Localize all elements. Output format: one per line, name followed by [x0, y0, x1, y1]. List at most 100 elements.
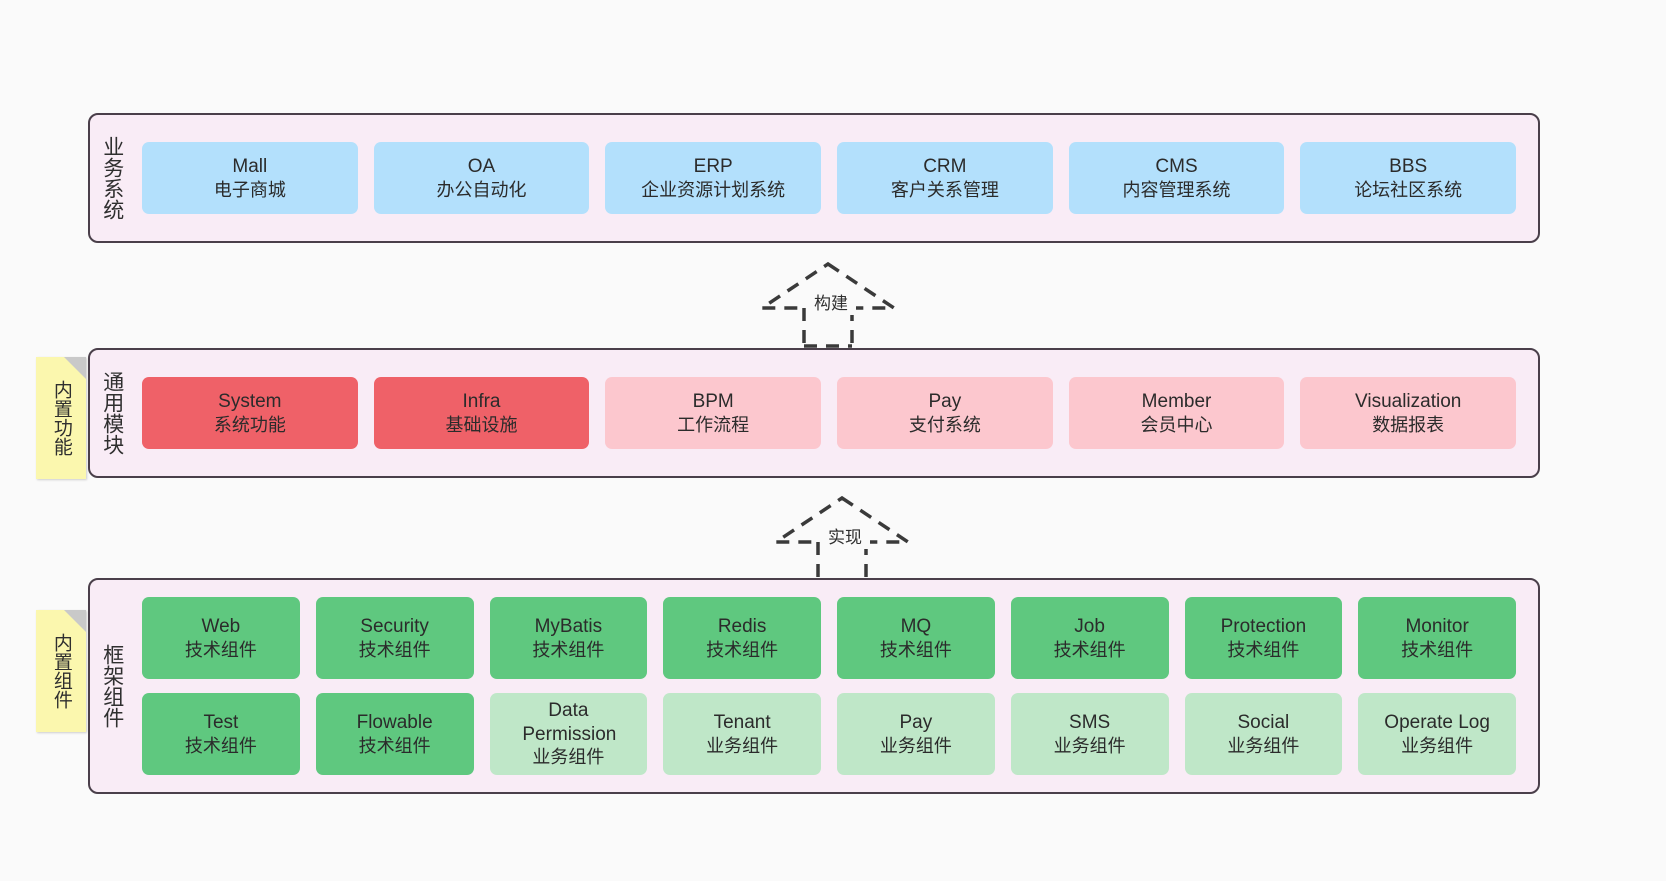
module-name: Pay [928, 391, 962, 413]
module-box-erp[interactable]: ERP 企业资源计划系统 [605, 142, 822, 214]
component-name: Operate Log [1384, 712, 1490, 734]
module-name: Visualization [1355, 391, 1462, 413]
sticky-note-builtin-features: 内置功能 [36, 357, 86, 479]
component-name: Job [1074, 616, 1105, 638]
module-box-bbs[interactable]: BBS 论坛社区系统 [1300, 142, 1517, 214]
grid-cell: Monitor 技术组件 [1350, 597, 1524, 679]
grid-cell: MQ 技术组件 [829, 597, 1003, 679]
component-name: MQ [900, 616, 932, 638]
layer-business-systems: 业务系统 Mall 电子商城 OA 办公自动化 ERP [88, 113, 1540, 243]
component-name: Security [360, 616, 429, 638]
module-box-visualization[interactable]: Visualization 数据报表 [1300, 377, 1517, 449]
component-box-flowable[interactable]: Flowable 技术组件 [315, 693, 474, 775]
component-box-web[interactable]: Web 技术组件 [142, 597, 300, 679]
module-desc: 支付系统 [908, 414, 981, 435]
module-desc: 客户关系管理 [890, 179, 999, 200]
component-box-mq[interactable]: MQ 技术组件 [837, 597, 995, 679]
module-desc: 论坛社区系统 [1354, 179, 1463, 200]
layer-body-business-systems: Mall 电子商城 OA 办公自动化 ERP 企业资源计划系统 [134, 115, 1538, 241]
grid-cell: Social 业务组件 [1177, 693, 1351, 775]
component-desc: 技术组件 [184, 735, 257, 756]
component-desc: 技术组件 [879, 639, 952, 660]
component-name: SMS [1069, 712, 1111, 734]
module-name: BPM [692, 391, 734, 413]
module-desc: 电子商城 [213, 179, 286, 200]
module-box-bpm[interactable]: BPM 工作流程 [605, 377, 822, 449]
grid-cell: Member 会员中心 [1061, 377, 1293, 449]
module-desc: 系统功能 [213, 414, 286, 435]
grid-cell: Web 技术组件 [134, 597, 308, 679]
component-desc: 技术组件 [1227, 639, 1300, 660]
module-name: BBS [1389, 156, 1428, 178]
component-desc: 业务组件 [532, 747, 605, 768]
module-box-cms[interactable]: CMS 内容管理系统 [1068, 142, 1285, 214]
component-desc: 技术组件 [706, 639, 779, 660]
component-box-social[interactable]: Social 业务组件 [1184, 693, 1343, 775]
component-desc: 业务组件 [706, 735, 779, 756]
module-box-pay[interactable]: Pay 支付系统 [837, 377, 1053, 449]
layer-label-business-systems: 业务系统 [100, 136, 124, 220]
module-name: OA [467, 156, 496, 178]
module-box-crm[interactable]: CRM 客户关系管理 [837, 142, 1053, 214]
note-fold-icon [64, 610, 86, 632]
grid-cell: BPM 工作流程 [597, 377, 829, 449]
component-name: Test [203, 712, 239, 734]
module-desc: 办公自动化 [436, 179, 527, 200]
component-desc: 业务组件 [879, 735, 952, 756]
grid-cell: MyBatis 技术组件 [482, 597, 656, 679]
layer-label-common-modules: 通用模块 [100, 371, 124, 455]
module-desc: 工作流程 [677, 414, 750, 435]
module-box-oa[interactable]: OA 办公自动化 [373, 142, 590, 214]
component-name: Flowable [356, 712, 433, 734]
note-text: 内置组件 [50, 633, 72, 709]
module-desc: 内容管理系统 [1122, 179, 1231, 200]
component-box-test[interactable]: Test 技术组件 [142, 693, 300, 775]
module-box-member[interactable]: Member 会员中心 [1068, 377, 1285, 449]
component-name: Tenant [713, 712, 771, 734]
grid-cell: Operate Log 业务组件 [1350, 693, 1524, 775]
component-desc: 技术组件 [1053, 639, 1126, 660]
component-name: Redis [717, 616, 767, 638]
grid-cell: System 系统功能 [134, 377, 366, 449]
module-desc: 数据报表 [1372, 414, 1445, 435]
grid-cell: ERP 企业资源计划系统 [597, 142, 829, 214]
layer-body-framework-components: Web 技术组件 Security 技术组件 MyBatis 技术组件 [134, 580, 1538, 792]
component-desc: 业务组件 [1053, 735, 1126, 756]
grid-cell: Pay 业务组件 [829, 693, 1003, 775]
grid-cell: Protection 技术组件 [1177, 597, 1351, 679]
grid-cell: Redis 技术组件 [655, 597, 829, 679]
module-name: Member [1141, 391, 1212, 413]
grid-cell: Job 技术组件 [1003, 597, 1177, 679]
layer-row: Mall 电子商城 OA 办公自动化 ERP 企业资源计划系统 [134, 142, 1524, 214]
connector-implement: 实现 [770, 492, 914, 582]
layer-body-common-modules: System 系统功能 Infra 基础设施 BPM 工作流程 [134, 350, 1538, 476]
component-box-security[interactable]: Security 技术组件 [315, 597, 474, 679]
connector-build-label: 构建 [806, 288, 856, 315]
component-box-job[interactable]: Job 技术组件 [1010, 597, 1169, 679]
component-name: Pay [899, 712, 933, 734]
grid-cell: Data Permission 业务组件 [482, 693, 656, 775]
component-box-monitor[interactable]: Monitor 技术组件 [1358, 597, 1516, 679]
grid-cell: Tenant 业务组件 [655, 693, 829, 775]
grid-cell: Pay 支付系统 [829, 377, 1061, 449]
component-box-data-permission[interactable]: Data Permission 业务组件 [489, 693, 648, 775]
connector-build: 构建 [756, 258, 900, 348]
module-name: CMS [1155, 156, 1198, 178]
module-name: Infra [462, 391, 501, 413]
layer-common-modules: 通用模块 System 系统功能 Infra 基础设施 [88, 348, 1540, 478]
module-box-system[interactable]: System 系统功能 [142, 377, 358, 449]
module-box-infra[interactable]: Infra 基础设施 [373, 377, 590, 449]
module-desc: 企业资源计划系统 [641, 179, 786, 200]
component-box-operate-log[interactable]: Operate Log 业务组件 [1358, 693, 1516, 775]
component-box-mybatis[interactable]: MyBatis 技术组件 [489, 597, 648, 679]
component-box-tenant[interactable]: Tenant 业务组件 [663, 693, 821, 775]
module-box-mall[interactable]: Mall 电子商城 [142, 142, 358, 214]
component-desc: 技术组件 [358, 735, 431, 756]
component-box-protection[interactable]: Protection 技术组件 [1184, 597, 1343, 679]
grid-cell: CRM 客户关系管理 [829, 142, 1061, 214]
note-fold-icon [64, 357, 86, 379]
component-name: Monitor [1405, 616, 1469, 638]
component-box-redis[interactable]: Redis 技术组件 [663, 597, 821, 679]
component-box-pay[interactable]: Pay 业务组件 [837, 693, 995, 775]
component-box-sms[interactable]: SMS 业务组件 [1010, 693, 1169, 775]
